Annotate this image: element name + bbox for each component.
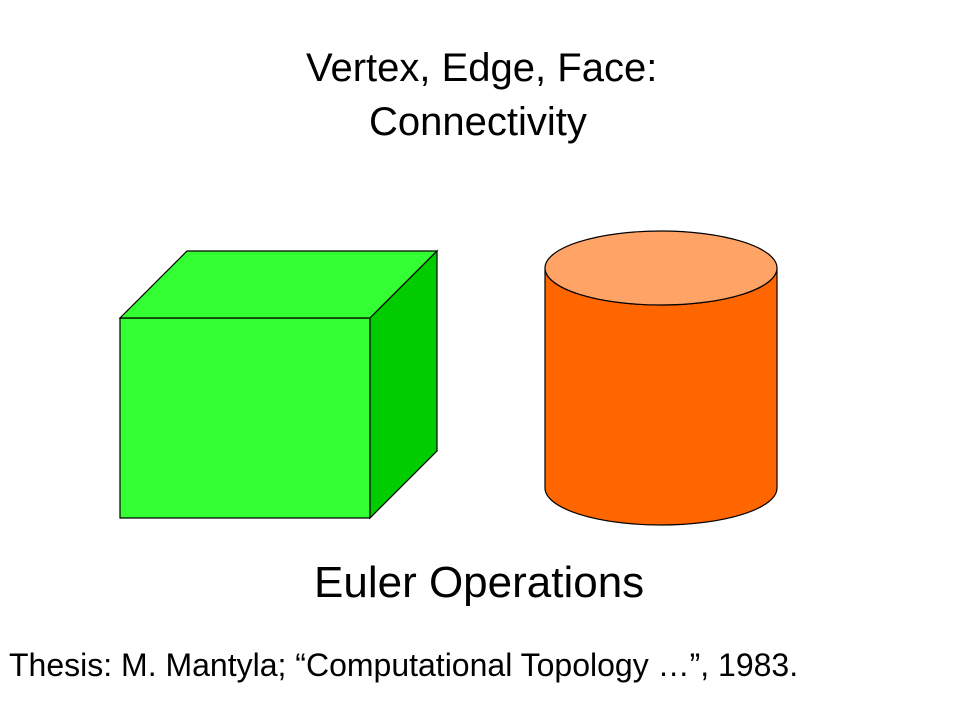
title-line-2: Connectivity — [369, 100, 587, 144]
subtitle: Euler Operations — [314, 558, 645, 607]
cube-icon — [118, 249, 439, 520]
cylinder-top — [544, 230, 778, 306]
cylinder-icon — [544, 230, 778, 526]
title-line-1: Vertex, Edge, Face: — [306, 46, 658, 90]
cylinder-body — [544, 267, 778, 526]
cube-front-face — [119, 317, 371, 519]
cube-side-face — [369, 249, 438, 520]
citation: Thesis: M. Mantyla; “Computational Topol… — [9, 647, 799, 683]
